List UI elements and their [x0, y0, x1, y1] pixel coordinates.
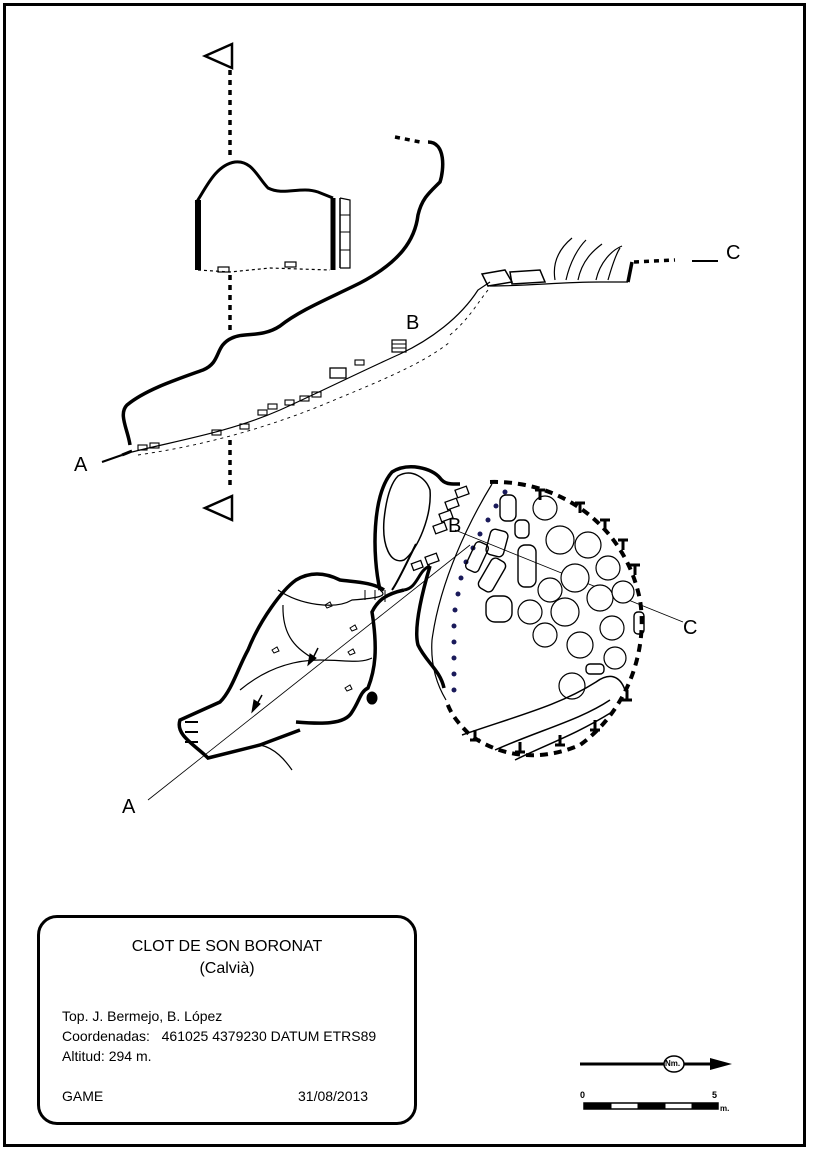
coordinates-line: Coordenadas: 461025 4379230 DATUM ETRS89 [62, 1028, 376, 1044]
altitude-line: Altitud: 294 m. [62, 1048, 152, 1064]
scale-bar [583, 1102, 719, 1110]
survey-title: CLOT DE SON BORONAT [131, 938, 323, 955]
plan-label-a: A [122, 796, 136, 818]
north-arrow [580, 1055, 732, 1073]
plan-label-c: C [683, 617, 698, 639]
topography-credit: Top. J. Bermejo, B. López [62, 1008, 223, 1024]
group-name: GAME [62, 1088, 104, 1104]
section-label-b: B [406, 312, 420, 334]
plan-label-b: B [448, 515, 462, 537]
survey-date: 31/08/2013 [298, 1088, 369, 1104]
scale-start-label: 0 [580, 1090, 586, 1100]
cross-section-top [194, 42, 351, 273]
title-block: CLOT DE SON BORONAT (Calvià) Top. J. Ber… [37, 915, 417, 1125]
coordinates-value: 461025 4379230 DATUM ETRS89 [161, 1028, 377, 1044]
coordinates-label: Coordenadas: [62, 1028, 150, 1044]
scale-unit-label: m. [720, 1104, 730, 1113]
cross-section-bottom [201, 275, 234, 522]
section-label-a: A [74, 454, 88, 476]
survey-subtitle: (Calvià) [199, 960, 255, 977]
page-frame [3, 3, 806, 1147]
scale-end-label: 5 [712, 1090, 718, 1100]
longitudinal-section [101, 135, 718, 463]
north-arrow-label: Nm. [665, 1059, 681, 1068]
plan-view [147, 465, 684, 801]
section-label-c: C [726, 242, 741, 264]
